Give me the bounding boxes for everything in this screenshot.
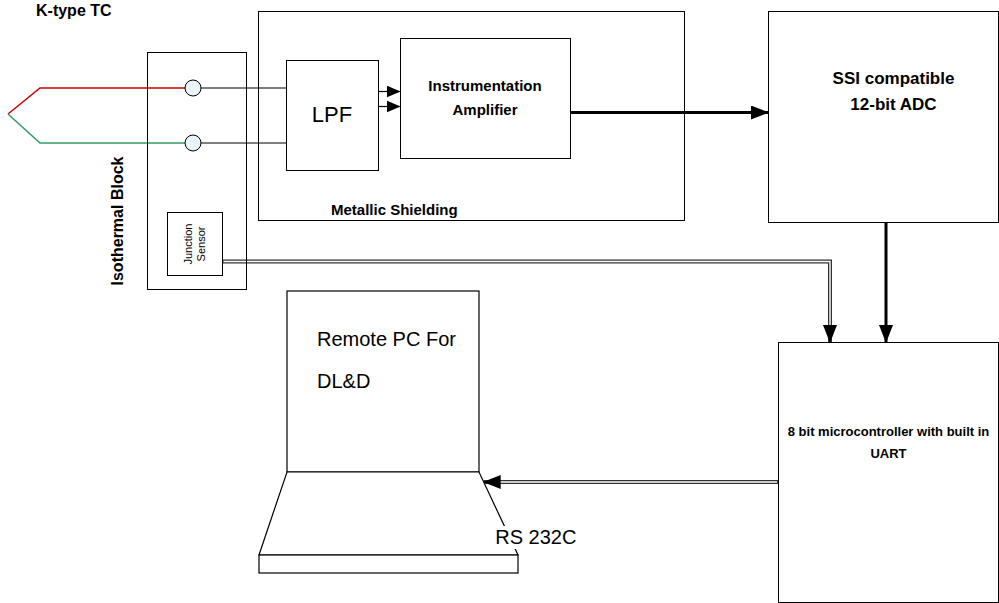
terminal <box>185 135 201 151</box>
laptop-part <box>287 291 479 472</box>
connector-line <box>571 111 769 114</box>
amplifier-box: Instrumentation Amplifier <box>400 38 571 159</box>
connector-arrow <box>571 112 769 113</box>
laptop-node: Remote PC For DL&D <box>258 290 520 575</box>
sensor-type-label: K-type TC <box>36 2 112 20</box>
adc-label: SSI compatible 12-bit ADC <box>819 66 968 118</box>
connector-gap <box>501 481 777 482</box>
adc-box: SSI compatible 12-bit ADC <box>768 11 999 223</box>
laptop-part <box>259 555 518 573</box>
filter-label: LPF <box>287 102 378 128</box>
signal-wire <box>201 87 287 88</box>
connector-line <box>379 91 400 92</box>
block-label: Isothermal Block <box>109 157 127 286</box>
shielding-enclosure: Metallic Shielding LPF Instrumentation Amp… <box>258 11 685 221</box>
connector-arrow <box>379 91 400 92</box>
pc-label: Remote PC For DL&D <box>317 318 467 402</box>
connector-line <box>484 480 778 484</box>
junction-sensor-box: Junction Sensor <box>167 212 223 276</box>
isothermal-block: Isothermal BlockJunction Sensor <box>147 52 247 290</box>
connector-line <box>379 106 400 107</box>
shield-label: Metallic Shielding <box>331 201 458 218</box>
amplifier-label: Instrumentation Amplifier <box>409 74 562 122</box>
connector-arrow <box>379 106 400 107</box>
connector-line <box>885 223 888 342</box>
laptop-part <box>259 472 518 555</box>
signal-wire <box>201 142 287 143</box>
edge-label: RS 232C <box>493 526 578 549</box>
terminal <box>185 80 201 96</box>
mcu-label: 8 bit microcontroller with built in UART <box>785 421 992 465</box>
sensor-label: Junction Sensor <box>182 215 208 273</box>
filter-box: LPF <box>286 60 379 171</box>
connector-arrow <box>484 482 778 483</box>
thermocouple-positive-wire <box>8 88 185 114</box>
thermocouple-negative-wire <box>8 114 185 143</box>
connector-arrow <box>886 223 887 342</box>
microcontroller-box: 8 bit microcontroller with built in UART <box>778 342 999 603</box>
